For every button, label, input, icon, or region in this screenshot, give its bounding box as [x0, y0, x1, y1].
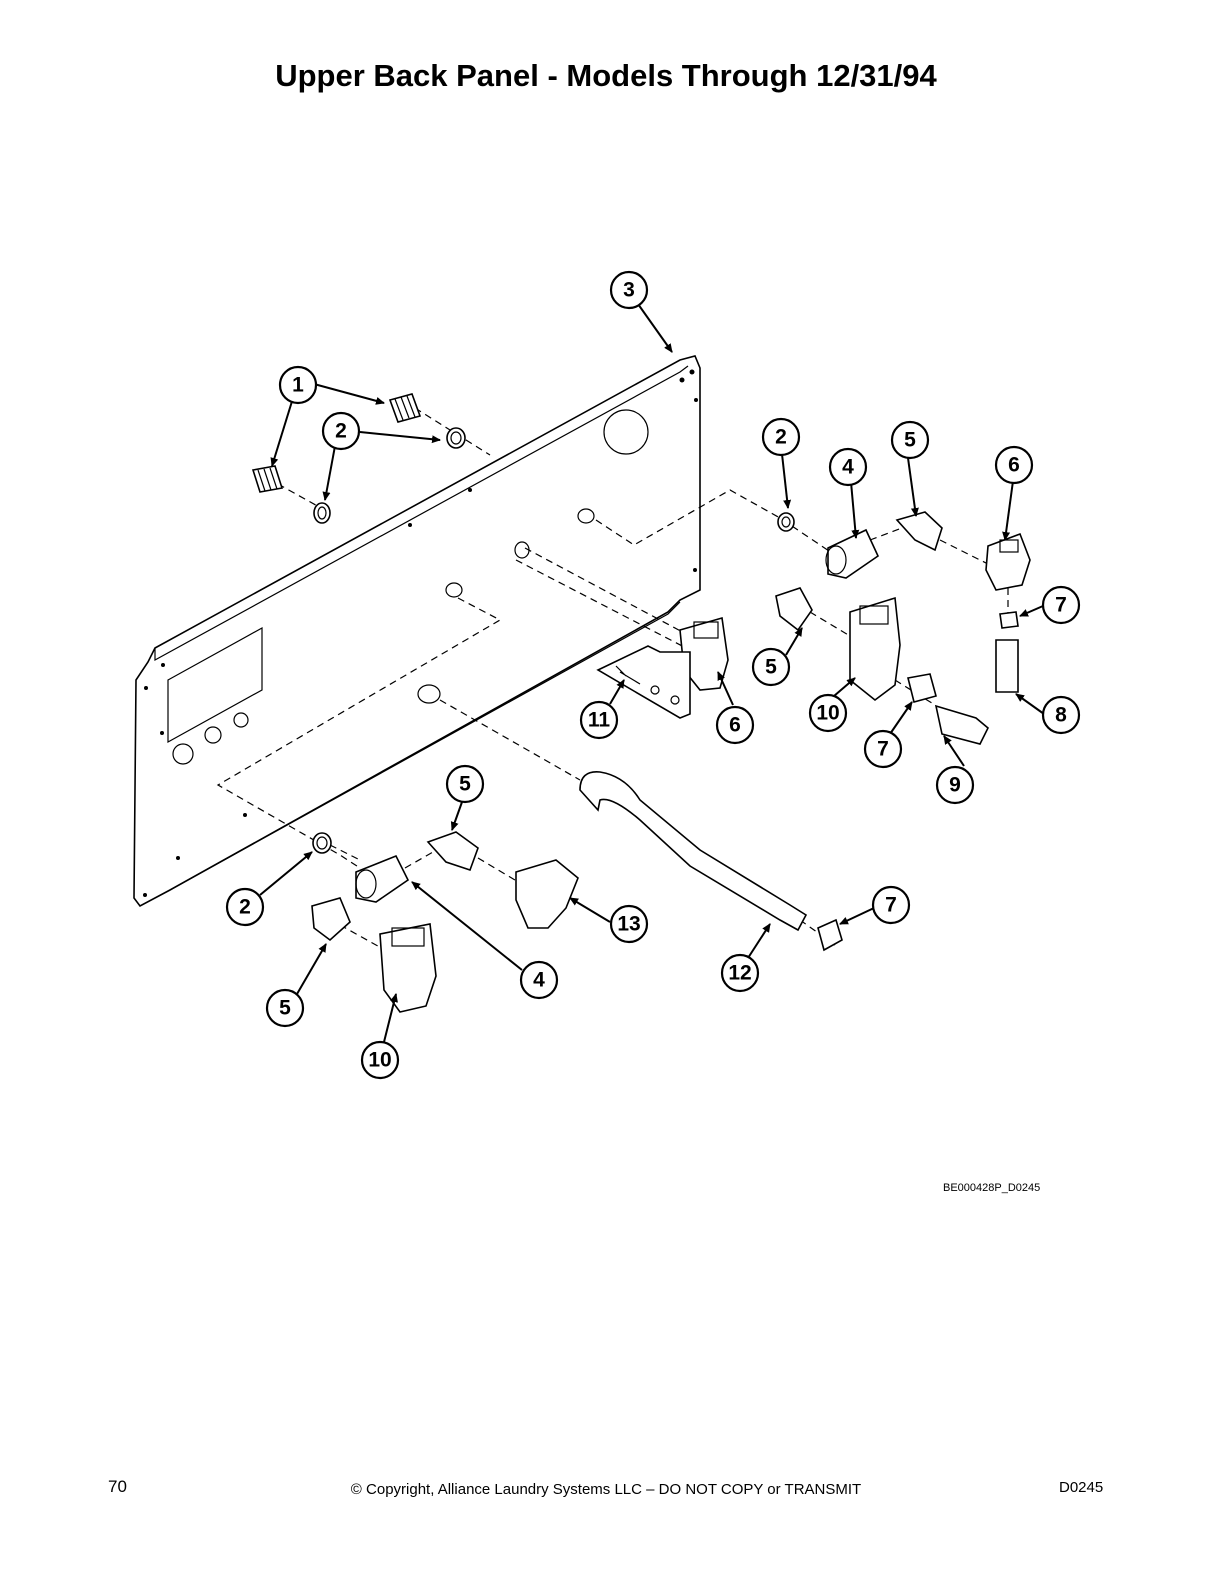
valve-assembly-right — [679, 511, 1031, 745]
svg-text:9: 9 — [949, 774, 961, 797]
svg-text:4: 4 — [533, 969, 545, 992]
callout-5: 5 — [751, 647, 791, 687]
svg-text:6: 6 — [1008, 454, 1020, 477]
callout-5: 5 — [265, 988, 305, 1028]
svg-text:12: 12 — [728, 962, 751, 985]
callout-4: 4 — [828, 447, 868, 487]
svg-text:5: 5 — [459, 773, 471, 796]
assembly-lines — [216, 407, 1009, 951]
callout-2: 2 — [761, 417, 801, 457]
callout-1: 1 — [278, 365, 318, 405]
document-code: D0245 — [1059, 1479, 1104, 1496]
callout-6: 6 — [994, 445, 1034, 485]
svg-text:3: 3 — [623, 279, 635, 302]
svg-text:2: 2 — [239, 896, 251, 919]
svg-text:7: 7 — [885, 894, 897, 917]
callout-13: 13 — [609, 904, 649, 944]
inset-screw-detail — [596, 645, 691, 719]
svg-text:2: 2 — [335, 420, 347, 443]
svg-text:5: 5 — [279, 997, 291, 1020]
callout-5: 5 — [890, 420, 930, 460]
callout-7: 7 — [863, 729, 903, 769]
svg-text:1: 1 — [292, 374, 304, 397]
page-number: 70 — [108, 1477, 127, 1496]
drawing-number: BE000428P_D0245 — [943, 1182, 1041, 1194]
svg-text:5: 5 — [904, 429, 916, 452]
callout-11: 11 — [579, 700, 619, 740]
callout-2: 2 — [225, 887, 265, 927]
callout-7: 7 — [1041, 585, 1081, 625]
valve-assembly-lower — [311, 831, 579, 1013]
callout-9: 9 — [935, 765, 975, 805]
callout-7: 7 — [871, 885, 911, 925]
callout-10: 10 — [360, 1040, 400, 1080]
leader-lines — [259, 303, 1045, 1043]
callout-4: 4 — [519, 960, 559, 1000]
svg-text:6: 6 — [729, 714, 741, 737]
svg-text:7: 7 — [1055, 594, 1067, 617]
svg-text:4: 4 — [842, 456, 854, 479]
svg-text:13: 13 — [617, 913, 640, 936]
fittings-top-left — [251, 393, 466, 524]
svg-text:10: 10 — [816, 702, 839, 725]
svg-text:5: 5 — [765, 656, 777, 679]
svg-text:7: 7 — [877, 738, 889, 761]
copyright-notice: © Copyright, Alliance Laundry Systems LL… — [350, 1481, 862, 1498]
svg-text:11: 11 — [588, 709, 611, 732]
drain-hose — [579, 771, 843, 952]
callout-5: 5 — [445, 764, 485, 804]
callout-10: 10 — [808, 693, 848, 733]
svg-text:2: 2 — [775, 426, 787, 449]
callout-2: 2 — [321, 411, 361, 451]
back-panel — [133, 355, 701, 908]
svg-text:10: 10 — [368, 1049, 391, 1072]
callout-12: 12 — [720, 953, 760, 993]
page-title: Upper Back Panel - Models Through 12/31/… — [275, 58, 937, 93]
callout-8: 8 — [1041, 695, 1081, 735]
callout-6: 6 — [715, 705, 755, 745]
svg-text:8: 8 — [1055, 704, 1067, 727]
callout-3: 3 — [609, 270, 649, 310]
